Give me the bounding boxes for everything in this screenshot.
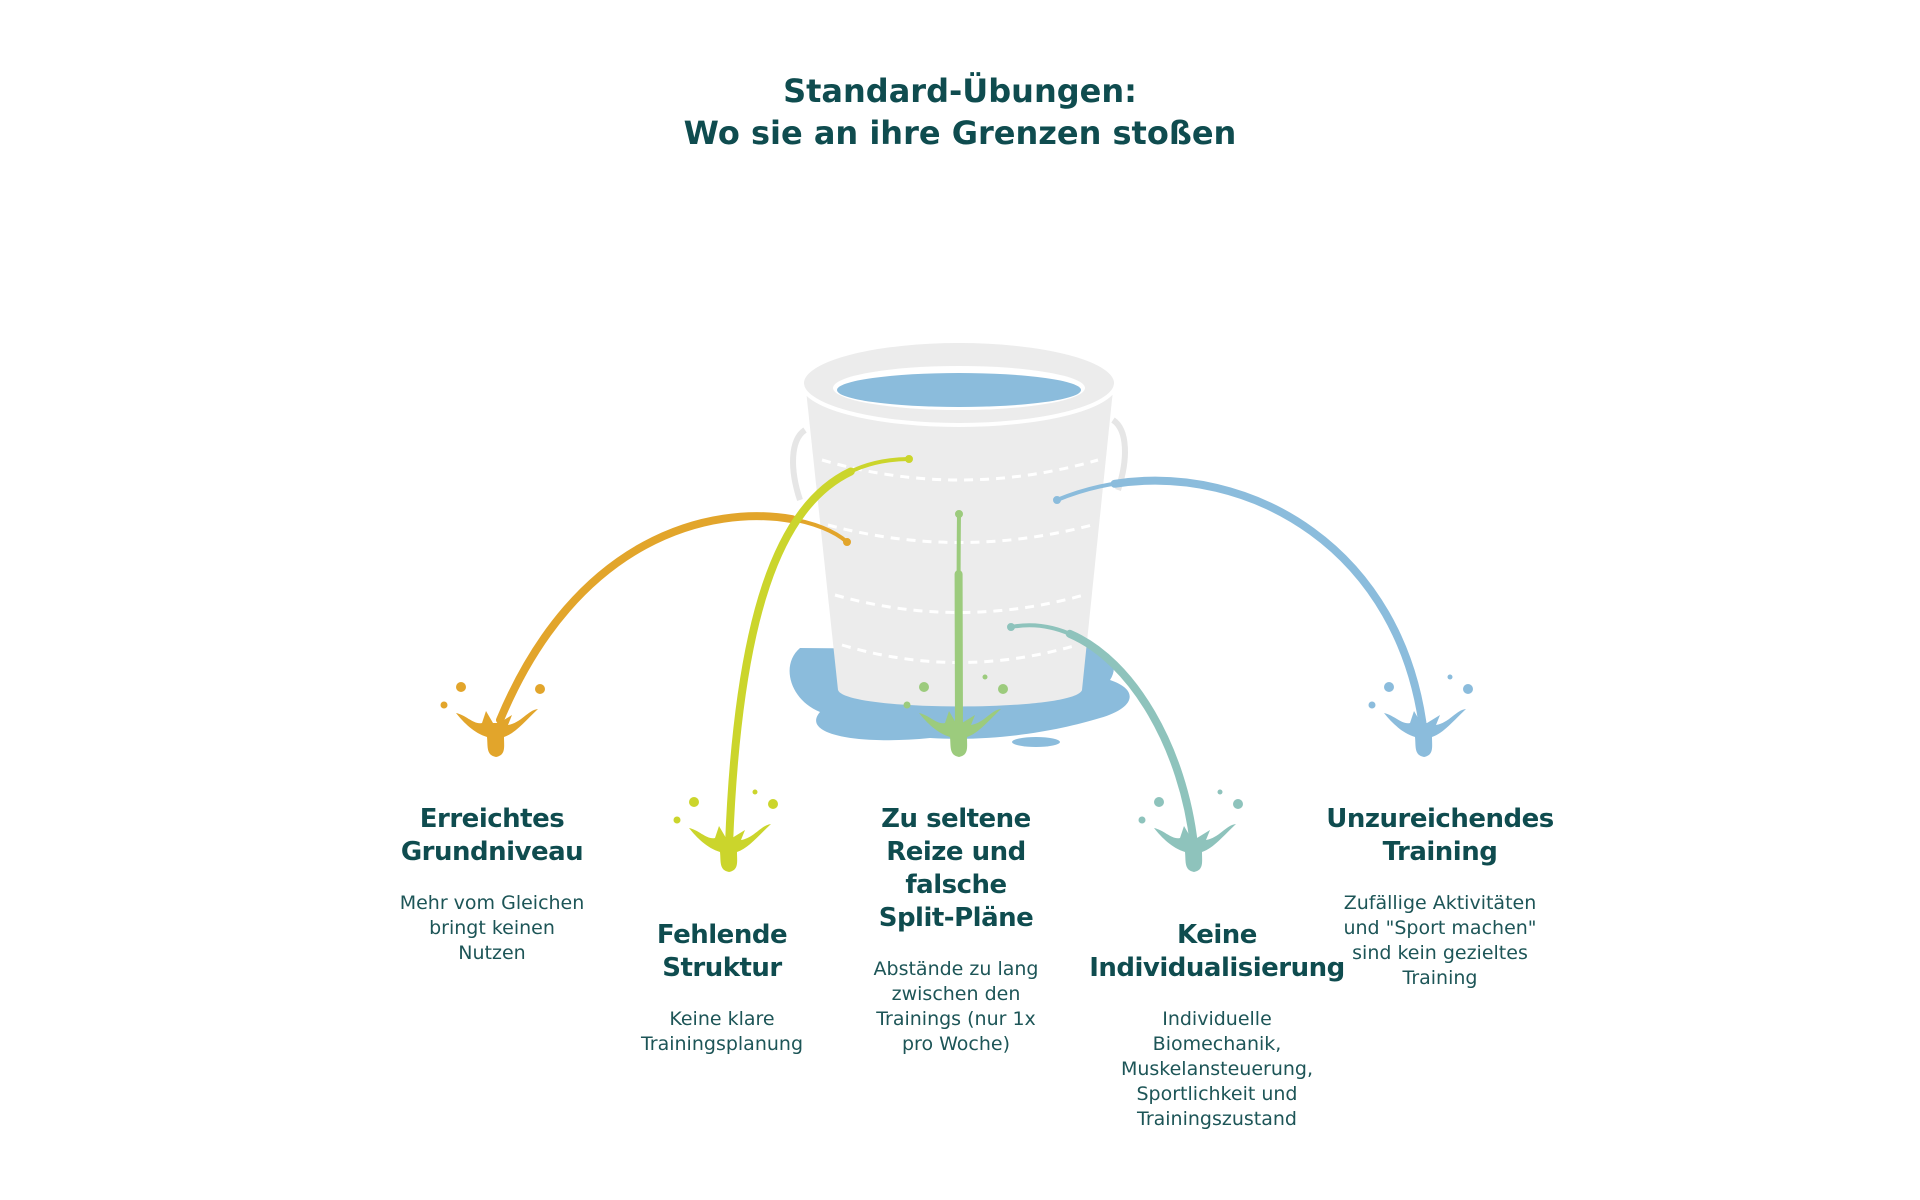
droplet [903,701,911,709]
water-stream [903,510,1008,757]
splash-icon [689,824,771,872]
title-line: Keine [1177,920,1257,950]
title-line-2: Wo sie an ihre Grenzen stoßen [683,114,1237,152]
title-line: Grundniveau [400,837,584,867]
desc-line: Keine klare [669,1008,775,1030]
desc-line: Training [1402,967,1478,989]
diagram-title: Standard-Übungen: Wo sie an ihre Grenzen… [0,70,1920,154]
droplet [1447,674,1453,680]
droplet [982,674,988,680]
item-description: Zufällige Aktivitäten und "Sport machen" s… [1280,891,1600,991]
droplet [689,797,699,807]
title-line: Fehlende [656,920,788,950]
desc-line: Sportlichkeit und [1136,1083,1298,1105]
splash-icon [1384,709,1466,757]
droplet [998,684,1008,694]
title-line: Split-Pläne [878,903,1034,933]
desc-line: Mehr vom Gleichen [399,892,585,914]
desc-line: pro Woche) [901,1033,1010,1055]
water-stream [440,512,851,757]
droplet [1233,799,1243,809]
droplet [440,701,448,709]
desc-line: Muskelansteuerung, [1120,1058,1314,1080]
title-line: Erreichtes [419,804,565,834]
splash-icon [1154,824,1236,872]
title-line: falsche [905,870,1007,900]
desc-line: Trainingszustand [1137,1108,1297,1130]
droplet [752,789,758,795]
desc-line: und "Sport machen" [1343,917,1537,939]
splash-icon [919,709,1001,757]
droplet [919,682,929,692]
desc-line: zwischen den [891,983,1021,1005]
desc-line: sind kein gezieltes [1352,942,1528,964]
water-stream [673,455,913,872]
droplet [673,816,681,824]
droplet [1463,684,1473,694]
desc-line: Nutzen [458,942,526,964]
droplet [1138,816,1146,824]
title-line-1: Standard-Übungen: [783,72,1137,110]
droplet [535,684,545,694]
droplet [1217,789,1223,795]
title-line: Reize und [886,837,1026,867]
desc-line: Zufällige Aktivitäten [1343,892,1537,914]
droplet [1154,797,1164,807]
splash-icon [456,709,538,757]
title-line: Struktur [662,953,782,983]
desc-line: Trainings (nur 1x [876,1008,1036,1030]
title-line: Unzureichendes [1326,804,1554,834]
title-line: Individualisierung [1089,953,1345,983]
droplet [1368,701,1376,709]
water-stream [1007,621,1243,872]
droplet [519,674,525,680]
desc-line: Individuelle [1162,1008,1272,1030]
droplet [768,799,778,809]
desc-line: Abstände zu lang [873,958,1039,980]
title-line: Zu seltene [881,804,1031,834]
title-line: Training [1382,837,1498,867]
desc-line: Trainingsplanung [640,1033,804,1055]
droplet [1384,682,1394,692]
droplet [456,682,466,692]
desc-line: Biomechanik, [1152,1033,1282,1055]
desc-line: bringt keinen [429,917,555,939]
water-stream [1053,476,1473,757]
